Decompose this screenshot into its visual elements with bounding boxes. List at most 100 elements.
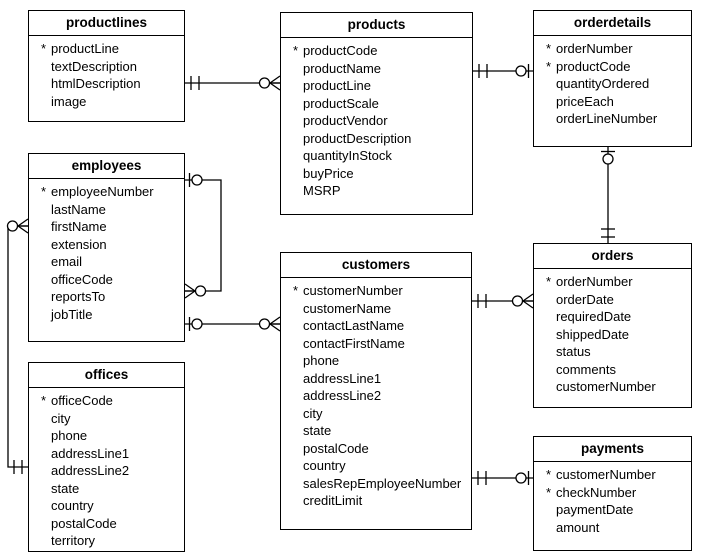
crow-foot-many-icon (258, 75, 281, 91)
field-name: officeCode (51, 271, 113, 287)
field-customerNumber: *customerNumber (293, 282, 467, 300)
field-officeCode: *officeCode (41, 392, 180, 410)
primary-key-asterisk (41, 236, 51, 254)
primary-key-asterisk (41, 462, 51, 480)
primary-key-asterisk (41, 93, 51, 111)
field-name: addressLine2 (303, 388, 382, 403)
primary-key-asterisk: * (41, 184, 47, 199)
field-name: country (51, 498, 94, 513)
primary-key-asterisk (293, 440, 303, 458)
field-name: territory (51, 533, 96, 548)
field-productVendor: productVendor (293, 112, 468, 130)
relationship-products-orderdetails (473, 64, 533, 78)
field-name: image (51, 93, 87, 109)
primary-key-asterisk (293, 370, 303, 388)
field-productName: productName (293, 60, 468, 78)
field-country: country (293, 457, 467, 475)
primary-key-asterisk: * (546, 274, 552, 289)
field-name: state (303, 423, 332, 438)
field-territory: territory (41, 532, 180, 550)
field-phone: phone (41, 427, 180, 445)
field-comments: comments (546, 361, 687, 379)
crow-foot-many-icon (258, 316, 281, 332)
field-name: salesRepEmployeeNumber (303, 475, 462, 491)
primary-key-asterisk (41, 201, 51, 219)
field-name: paymentDate (556, 502, 634, 517)
field-name: shippedDate (556, 326, 629, 342)
primary-key-asterisk (293, 182, 303, 200)
field-contactFirstName: contactFirstName (293, 335, 467, 353)
field-name: amount (556, 519, 600, 535)
primary-key-asterisk (293, 112, 303, 130)
field-salesRepEmployeeNumber: salesRepEmployeeNumber (293, 475, 467, 493)
primary-key-asterisk (293, 352, 303, 370)
field-addressLine2: addressLine2 (41, 462, 180, 480)
field-name: firstName (51, 219, 107, 234)
primary-key-asterisk (546, 343, 556, 361)
field-status: status (546, 343, 687, 361)
field-orderDate: orderDate (546, 291, 687, 309)
field-productScale: productScale (293, 95, 468, 113)
field-name: orderLineNumber (556, 111, 658, 126)
relationship-productlines-products (185, 75, 281, 91)
table-title-productlines: productlines (29, 11, 184, 36)
field-name: productLine (51, 41, 119, 56)
primary-key-asterisk (546, 501, 556, 519)
primary-key-asterisk: * (41, 41, 47, 56)
field-productDescription: productDescription (293, 130, 468, 148)
table-title-payments: payments (534, 437, 691, 462)
primary-key-asterisk (41, 497, 51, 515)
field-name: addressLine1 (51, 445, 130, 461)
field-name: priceEach (556, 93, 614, 109)
field-name: employeeNumber (51, 184, 154, 199)
field-contactLastName: contactLastName (293, 317, 467, 335)
one-bars-icon (601, 228, 615, 238)
primary-key-asterisk (293, 60, 303, 78)
primary-key-asterisk (293, 165, 303, 183)
table-title-products: products (281, 13, 472, 38)
primary-key-asterisk (546, 110, 556, 128)
field-requiredDate: requiredDate (546, 308, 687, 326)
field-country: country (41, 497, 180, 515)
field-name: MSRP (303, 183, 341, 198)
field-name: textDescription (51, 58, 137, 74)
field-name: contactFirstName (303, 335, 405, 351)
table-title-employees: employees (29, 154, 184, 179)
field-name: productCode (556, 58, 631, 74)
field-name: postalCode (303, 440, 369, 456)
field-name: addressLine2 (51, 463, 130, 478)
primary-key-asterisk (41, 58, 51, 76)
table-title-customers: customers (281, 253, 471, 278)
primary-key-asterisk (293, 300, 303, 318)
field-state: state (41, 480, 180, 498)
field-city: city (41, 410, 180, 428)
primary-key-asterisk (41, 445, 51, 463)
field-productLine: * productLine (41, 40, 180, 58)
primary-key-asterisk (41, 427, 51, 445)
field-textDescription: textDescription (41, 58, 180, 76)
field-extension: extension (41, 236, 180, 254)
one-bars-icon (478, 64, 488, 78)
table-title-offices: offices (29, 363, 184, 388)
field-customerNumber: *customerNumber (546, 466, 687, 484)
field-name: customerNumber (556, 379, 656, 394)
primary-key-asterisk (41, 75, 51, 93)
primary-key-asterisk (546, 291, 556, 309)
table-title-orderdetails: orderdetails (534, 11, 691, 36)
primary-key-asterisk (41, 288, 51, 306)
field-name: email (51, 254, 83, 269)
field-customerName: customerName (293, 300, 467, 318)
